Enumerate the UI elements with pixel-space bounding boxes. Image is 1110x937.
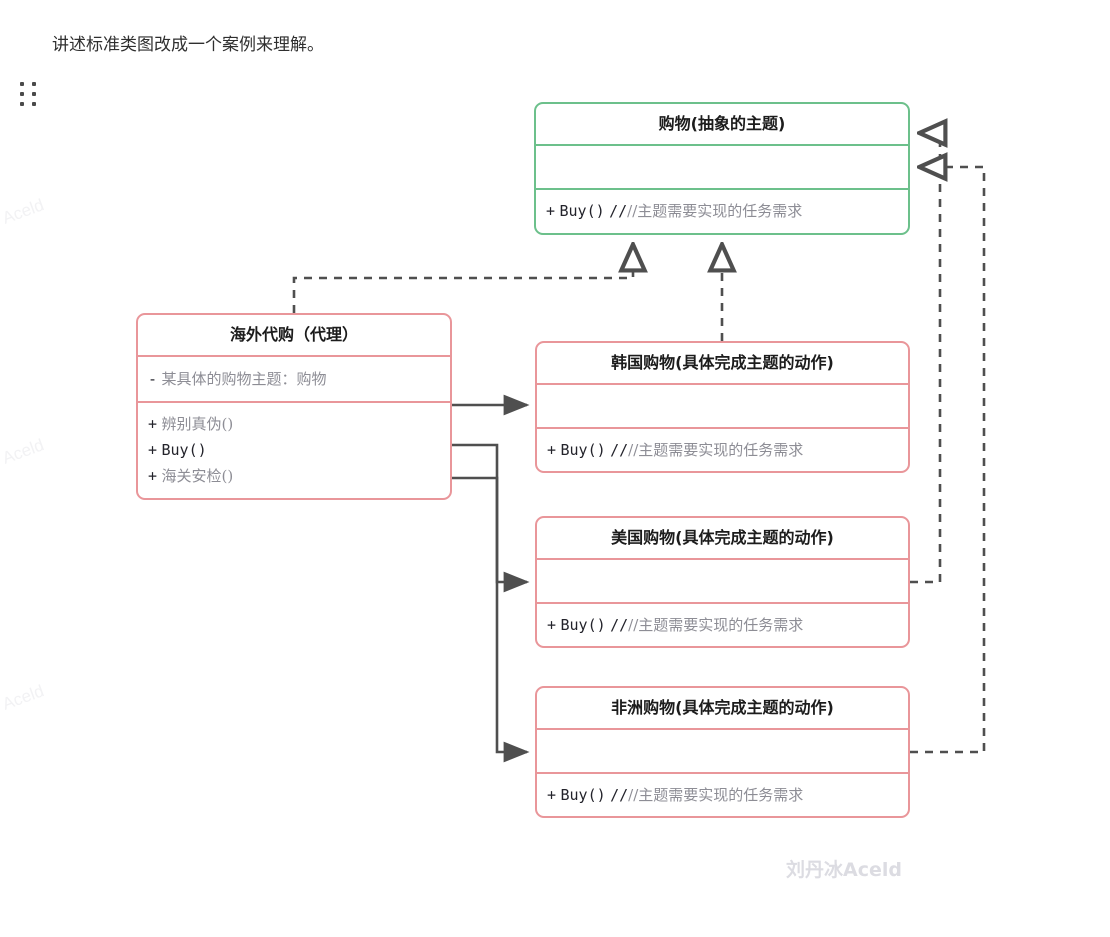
visibility-marker: + [148,467,158,485]
class-attributes-africa-shopping [537,728,908,772]
attribute-text: 某具体的购物主题：购物 [161,370,327,388]
comment-slashes: // [609,202,628,220]
visibility-marker: + [148,441,158,459]
edge-africa-realizes-shopping [910,167,986,754]
method-comment: //主题需要实现的任务需求 [628,616,804,634]
drag-dot [32,92,36,96]
intro-paragraph: 讲述标准类图改成一个案例来理解。 [52,35,324,55]
comment-slashes: // [610,616,629,634]
drag-dot [20,92,24,96]
class-methods-korea-shopping: + Buy() ////主题需要实现的任务需求 [537,427,908,471]
class-attributes-korea-shopping [537,383,908,427]
method-row: + Buy() ////主题需要实现的任务需求 [546,198,908,224]
visibility-marker: + [148,415,158,433]
class-methods-africa-shopping: + Buy() ////主题需要实现的任务需求 [537,772,908,816]
class-title-usa-shopping: 美国购物(具体完成主题的动作) [611,528,834,547]
method-signature: Buy() [559,202,605,220]
method-comment: //主题需要实现的任务需求 [628,786,804,804]
attribute-row: - 某具体的购物主题：购物 [148,366,450,392]
class-box-korea-shopping[interactable]: 韩国购物(具体完成主题的动作) + Buy() ////主题需要实现的任务需求 [535,341,910,473]
class-title-overseas-agent: 海外代购（代理） [229,325,358,344]
method-row: + Buy() ////主题需要实现的任务需求 [547,782,908,808]
comment-slashes: // [610,441,629,459]
class-methods-usa-shopping: + Buy() ////主题需要实现的任务需求 [537,602,908,646]
edge-agent-to-usa [452,443,530,593]
method-signature: Buy() [560,616,606,634]
drag-dots-icon[interactable] [20,82,42,108]
drag-dot [32,82,36,86]
drag-dot [20,82,24,86]
edge-agent-to-africa [452,476,530,763]
method-row: + 海关安检() [148,463,450,489]
comment-slashes: // [610,786,629,804]
class-methods-overseas-agent: + 辨别真伪() + Buy() + 海关安检() [138,401,450,497]
visibility-marker: + [547,786,557,804]
class-attributes-usa-shopping [537,558,908,602]
class-box-overseas-agent[interactable]: 海外代购（代理） - 某具体的购物主题：购物 + 辨别真伪() + Buy() … [136,313,452,500]
method-row: + 辨别真伪() [148,411,450,437]
class-title-korea-shopping: 韩国购物(具体完成主题的动作) [611,353,834,372]
visibility-marker: + [546,202,556,220]
class-attributes-overseas-agent: - 某具体的购物主题：购物 [138,355,450,401]
class-box-shopping[interactable]: 购物(抽象的主题) + Buy() ////主题需要实现的任务需求 [534,102,910,235]
edge-usa-realizes-shopping [910,133,940,584]
class-title-shopping: 购物(抽象的主题) [658,114,786,133]
method-signature: Buy() [161,441,207,459]
class-methods-shopping: + Buy() ////主题需要实现的任务需求 [536,188,908,232]
edge-agent-realizes-shopping [292,247,633,313]
class-box-usa-shopping[interactable]: 美国购物(具体完成主题的动作) + Buy() ////主题需要实现的任务需求 [535,516,910,648]
author-watermark: 刘丹冰Aceld [786,859,902,881]
drag-dot [20,102,24,106]
method-signature: Buy() [560,441,606,459]
visibility-marker: + [547,616,557,634]
drag-dot [32,102,36,106]
class-attributes-shopping [536,144,908,188]
method-signature: Buy() [560,786,606,804]
method-signature: 海关安检() [161,467,234,485]
method-row: + Buy() ////主题需要实现的任务需求 [547,437,908,463]
class-title-africa-shopping: 非洲购物(具体完成主题的动作) [611,698,834,717]
method-signature: 辨别真伪() [161,415,234,433]
method-comment: //主题需要实现的任务需求 [628,441,804,459]
method-row: + Buy() [148,437,450,463]
method-row: + Buy() ////主题需要实现的任务需求 [547,612,908,638]
visibility-marker: + [547,441,557,459]
visibility-marker: - [148,370,158,388]
class-box-africa-shopping[interactable]: 非洲购物(具体完成主题的动作) + Buy() ////主题需要实现的任务需求 [535,686,910,818]
method-comment: //主题需要实现的任务需求 [627,202,803,220]
